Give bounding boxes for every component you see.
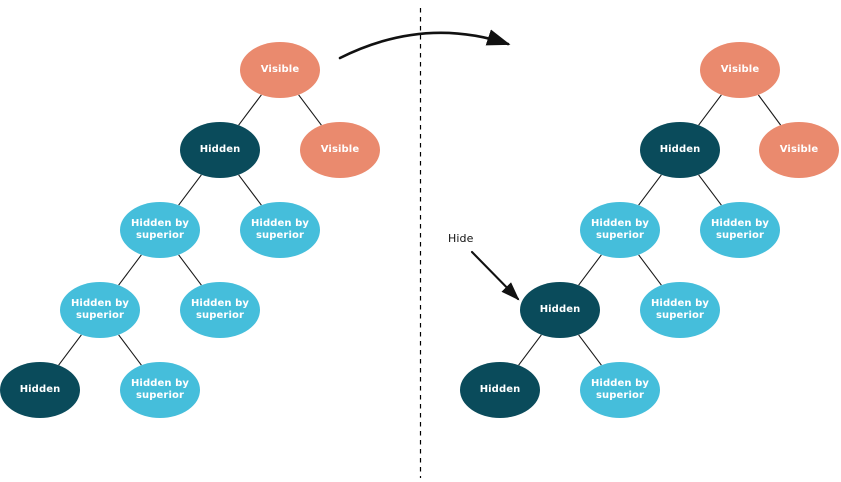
tree-node-hidden-before-8[interactable]: Hidden — [0, 362, 80, 418]
transform-curved-arrow — [338, 29, 511, 60]
tree-node-inherited-after-4[interactable]: Hidden by superior — [580, 202, 660, 258]
tree-node-label: Hidden by superior — [590, 377, 650, 402]
tree-node-hidden-before-2[interactable]: Hidden — [180, 122, 260, 178]
tree-node-visible-after-3[interactable]: Visible — [759, 122, 839, 178]
tree-edge — [578, 334, 602, 366]
tree-edge — [238, 174, 262, 206]
tree-node-label: Hidden by superior — [650, 297, 710, 322]
tree-node-hidden-after-2[interactable]: Hidden — [640, 122, 720, 178]
tree-edge — [757, 94, 782, 126]
tree-node-label: Hidden by superior — [590, 217, 650, 242]
tree-node-visible-before-1[interactable]: Visible — [240, 42, 320, 98]
tree-node-visible-before-3[interactable]: Visible — [300, 122, 380, 178]
tree-edge — [118, 254, 142, 286]
tree-node-inherited-before-5[interactable]: Hidden by superior — [240, 202, 320, 258]
tree-node-label: Hidden — [479, 383, 521, 395]
tree-edge — [58, 334, 82, 366]
tree-node-label: Visible — [779, 143, 819, 155]
tree-edge — [638, 174, 662, 206]
tree-node-label: Hidden — [199, 143, 241, 155]
tree-node-inherited-after-7[interactable]: Hidden by superior — [640, 282, 720, 338]
tree-node-label: Visible — [720, 63, 760, 75]
tree-edge — [698, 174, 722, 206]
tree-node-label: Hidden by superior — [70, 297, 130, 322]
tree-node-label: Hidden by superior — [250, 217, 310, 242]
tree-edge — [118, 334, 142, 366]
tree-node-hidden-after-8[interactable]: Hidden — [460, 362, 540, 418]
tree-edge — [638, 254, 662, 286]
tree-edge — [178, 174, 202, 206]
tree-edge — [298, 94, 322, 126]
tree-node-hidden-after-6[interactable]: Hidden — [520, 282, 600, 338]
tree-node-visible-after-1[interactable]: Visible — [700, 42, 780, 98]
tree-node-label: Hidden by superior — [130, 217, 190, 242]
tree-node-label: Hidden — [659, 143, 701, 155]
tree-node-label: Hidden — [19, 383, 61, 395]
tree-node-label: Visible — [320, 143, 360, 155]
hide-annotation-label: Hide — [448, 232, 474, 245]
hide-arrow — [470, 250, 520, 301]
tree-edge — [698, 94, 722, 126]
tree-edge — [578, 254, 602, 286]
tree-node-label: Hidden by superior — [130, 377, 190, 402]
tree-edge — [238, 94, 262, 126]
tree-node-inherited-before-9[interactable]: Hidden by superior — [120, 362, 200, 418]
tree-node-inherited-after-9[interactable]: Hidden by superior — [580, 362, 660, 418]
tree-edge — [178, 254, 202, 286]
tree-node-inherited-before-7[interactable]: Hidden by superior — [180, 282, 260, 338]
tree-node-label: Visible — [260, 63, 300, 75]
tree-node-label: Hidden by superior — [710, 217, 770, 242]
tree-node-inherited-after-5[interactable]: Hidden by superior — [700, 202, 780, 258]
tree-node-inherited-before-4[interactable]: Hidden by superior — [120, 202, 200, 258]
tree-node-inherited-before-6[interactable]: Hidden by superior — [60, 282, 140, 338]
tree-node-label: Hidden — [539, 303, 581, 315]
tree-node-label: Hidden by superior — [190, 297, 250, 322]
tree-edge — [518, 334, 542, 366]
